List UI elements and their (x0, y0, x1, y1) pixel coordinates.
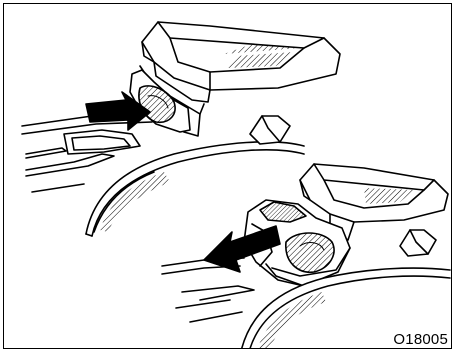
upper-side-pad (250, 116, 290, 144)
cup-holder-illustration (4, 4, 452, 349)
lower-side-pad (400, 230, 436, 256)
figure-code-label: O18005 (393, 332, 448, 347)
upper-armrest-lid (142, 22, 340, 90)
figure-frame: O18005 (3, 3, 452, 349)
lower-console-rails (162, 258, 254, 322)
lower-console-scene (162, 164, 450, 349)
